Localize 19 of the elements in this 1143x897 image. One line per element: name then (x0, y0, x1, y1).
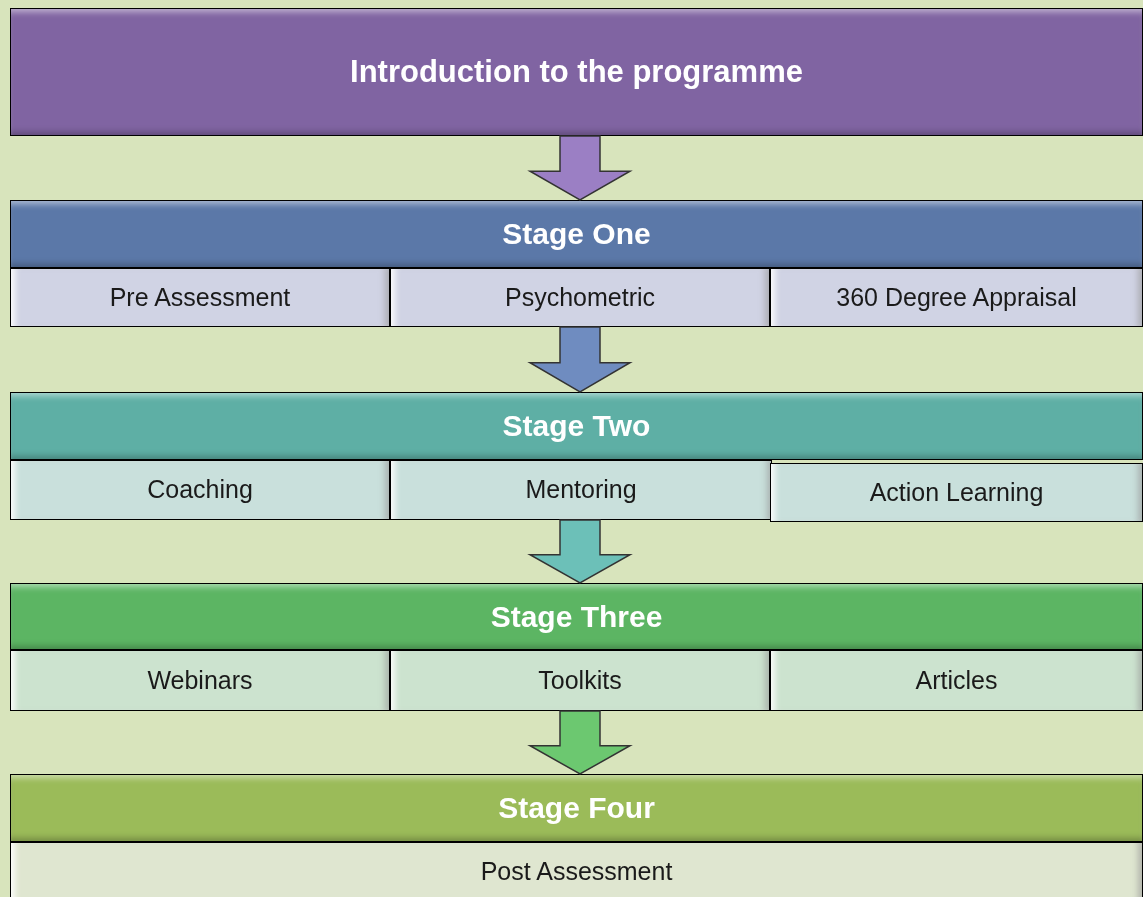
activity-cell: Coaching (10, 460, 390, 520)
activity-cell: 360 Degree Appraisal (770, 268, 1143, 327)
block-arrow (527, 326, 633, 393)
activity-cell: Toolkits (390, 650, 770, 711)
block-arrow (527, 710, 633, 775)
activity-cell: Mentoring (390, 460, 772, 520)
activity-cell: Psychometric (390, 268, 770, 327)
stage-header: Stage One (10, 200, 1143, 268)
stage-header: Stage Four (10, 774, 1143, 842)
title-banner: Introduction to the programme (10, 8, 1143, 136)
activity-cell: Articles (770, 650, 1143, 711)
stage-header: Stage Two (10, 392, 1143, 460)
stage-header: Stage Three (10, 583, 1143, 650)
block-arrow (527, 519, 633, 584)
activity-cell: Pre Assessment (10, 268, 390, 327)
activity-cell: Post Assessment (10, 842, 1143, 897)
block-arrow (527, 135, 633, 201)
activity-cell: Webinars (10, 650, 390, 711)
activity-cell: Action Learning (770, 463, 1143, 522)
